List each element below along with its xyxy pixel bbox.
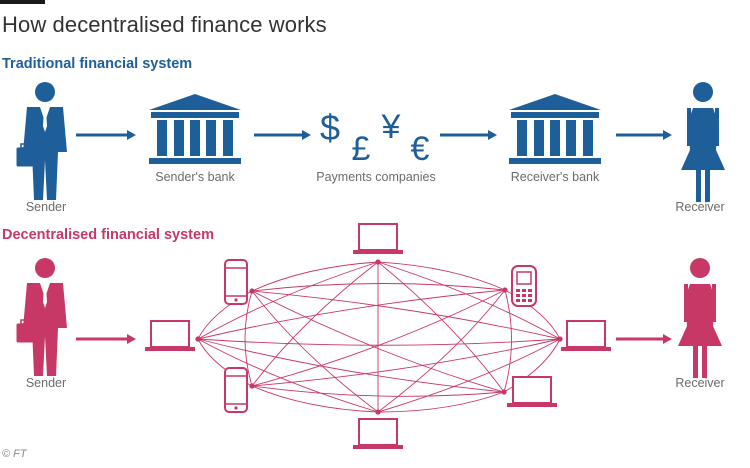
- traditional-sender-caption: Sender: [25, 200, 67, 214]
- arrow-icon: [616, 334, 672, 344]
- decentralised-section-label: Decentralised financial system: [2, 227, 214, 243]
- network-link: [251, 338, 561, 387]
- smartphone-icon: [224, 259, 248, 305]
- arrow-icon: [254, 130, 311, 140]
- network-mesh: [195, 259, 563, 415]
- ft-credit: © FT: [2, 448, 27, 460]
- sender-person-icon: [23, 258, 67, 376]
- network-link: [244, 290, 253, 387]
- page-title: How decentralised finance works: [2, 12, 327, 37]
- network-link: [377, 261, 506, 291]
- pound-symbol: £: [352, 130, 371, 168]
- network-node: [375, 409, 381, 415]
- network-node: [195, 336, 201, 342]
- network-link: [197, 338, 561, 346]
- network-node: [557, 336, 563, 342]
- network-node: [249, 288, 255, 294]
- laptop-icon: [352, 418, 404, 450]
- laptop-icon: [506, 376, 558, 408]
- receiver-laptop-icon: [560, 320, 612, 352]
- smartphone-icon: [224, 367, 248, 413]
- network-link: [503, 289, 512, 393]
- network-link: [377, 289, 506, 413]
- sender-person-icon: [23, 82, 67, 200]
- arrow-icon: [440, 130, 497, 140]
- receiver-person-icon: [681, 82, 725, 202]
- network-link: [503, 338, 561, 393]
- receivers-bank-caption: Receiver's bank: [510, 170, 600, 184]
- network-link: [197, 338, 505, 393]
- receiver-person-icon: [678, 258, 722, 378]
- receivers-bank-icon: [509, 94, 601, 164]
- sender-laptop-icon: [144, 320, 196, 352]
- arrow-icon: [76, 130, 136, 140]
- network-link: [251, 283, 506, 292]
- network-link: [251, 290, 561, 340]
- network-link: [377, 338, 561, 413]
- payments-companies-caption: Payments companies: [316, 170, 436, 184]
- network-link: [197, 261, 379, 340]
- laptop-icon: [352, 223, 404, 255]
- network-link: [377, 261, 505, 393]
- network-link: [251, 261, 379, 387]
- traditional-section-label: Traditional financial system: [2, 56, 193, 72]
- top-rule: [0, 0, 45, 4]
- dollar-symbol: $: [320, 107, 340, 148]
- decentralised-receiver-caption: Receiver: [675, 376, 725, 390]
- arrow-icon: [76, 334, 136, 344]
- yen-symbol: ¥: [381, 108, 401, 146]
- euro-symbol: €: [411, 130, 430, 168]
- qwerty-phone-icon: [511, 265, 537, 307]
- network-link: [251, 261, 379, 292]
- network-node: [249, 383, 255, 389]
- network-link: [377, 261, 561, 340]
- network-link: [251, 289, 506, 387]
- network-node: [501, 389, 507, 395]
- network-node: [375, 259, 381, 265]
- network-link: [251, 290, 379, 413]
- network-link: [197, 289, 506, 340]
- decentralised-sender-caption: Sender: [25, 376, 67, 390]
- traditional-receiver-caption: Receiver: [675, 200, 725, 214]
- network-node: [502, 287, 508, 293]
- senders-bank-caption: Sender's bank: [155, 170, 235, 184]
- arrow-icon: [616, 130, 672, 140]
- senders-bank-icon: [149, 94, 241, 164]
- network-link: [197, 338, 379, 413]
- network-link: [377, 391, 505, 413]
- network-link: [251, 385, 379, 413]
